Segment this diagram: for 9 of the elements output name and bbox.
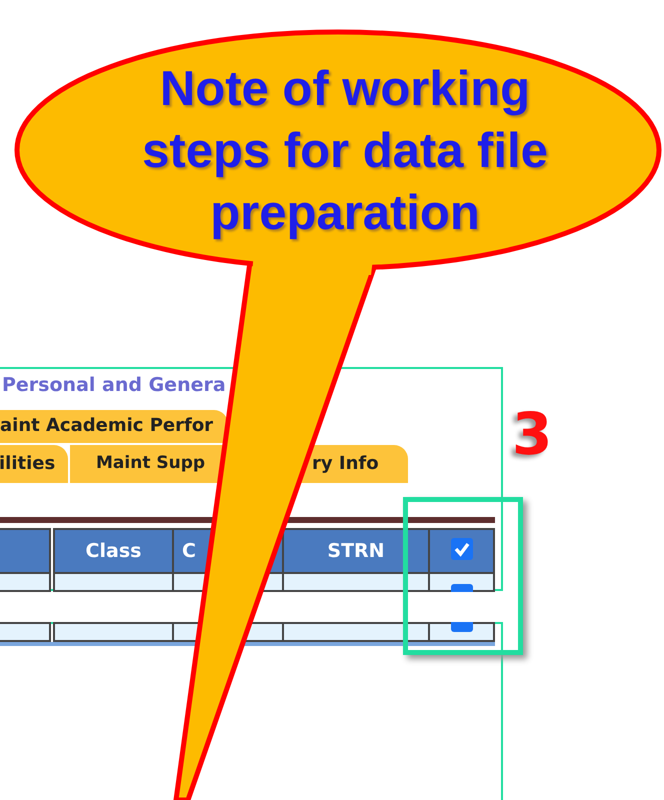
callout-text: Note of working steps for data file preparation	[141, 61, 549, 242]
section-title: Personal and Genera	[2, 374, 226, 396]
tab-label: Maint Supp	[96, 453, 206, 473]
tab-label: aint Academic Perfor	[0, 415, 214, 436]
step-number: 3	[512, 405, 552, 463]
tab-label: ry Info	[312, 453, 379, 474]
tab-label: ilities	[0, 453, 56, 474]
column-header: STRN	[282, 528, 430, 574]
column-header: Class	[53, 528, 174, 574]
